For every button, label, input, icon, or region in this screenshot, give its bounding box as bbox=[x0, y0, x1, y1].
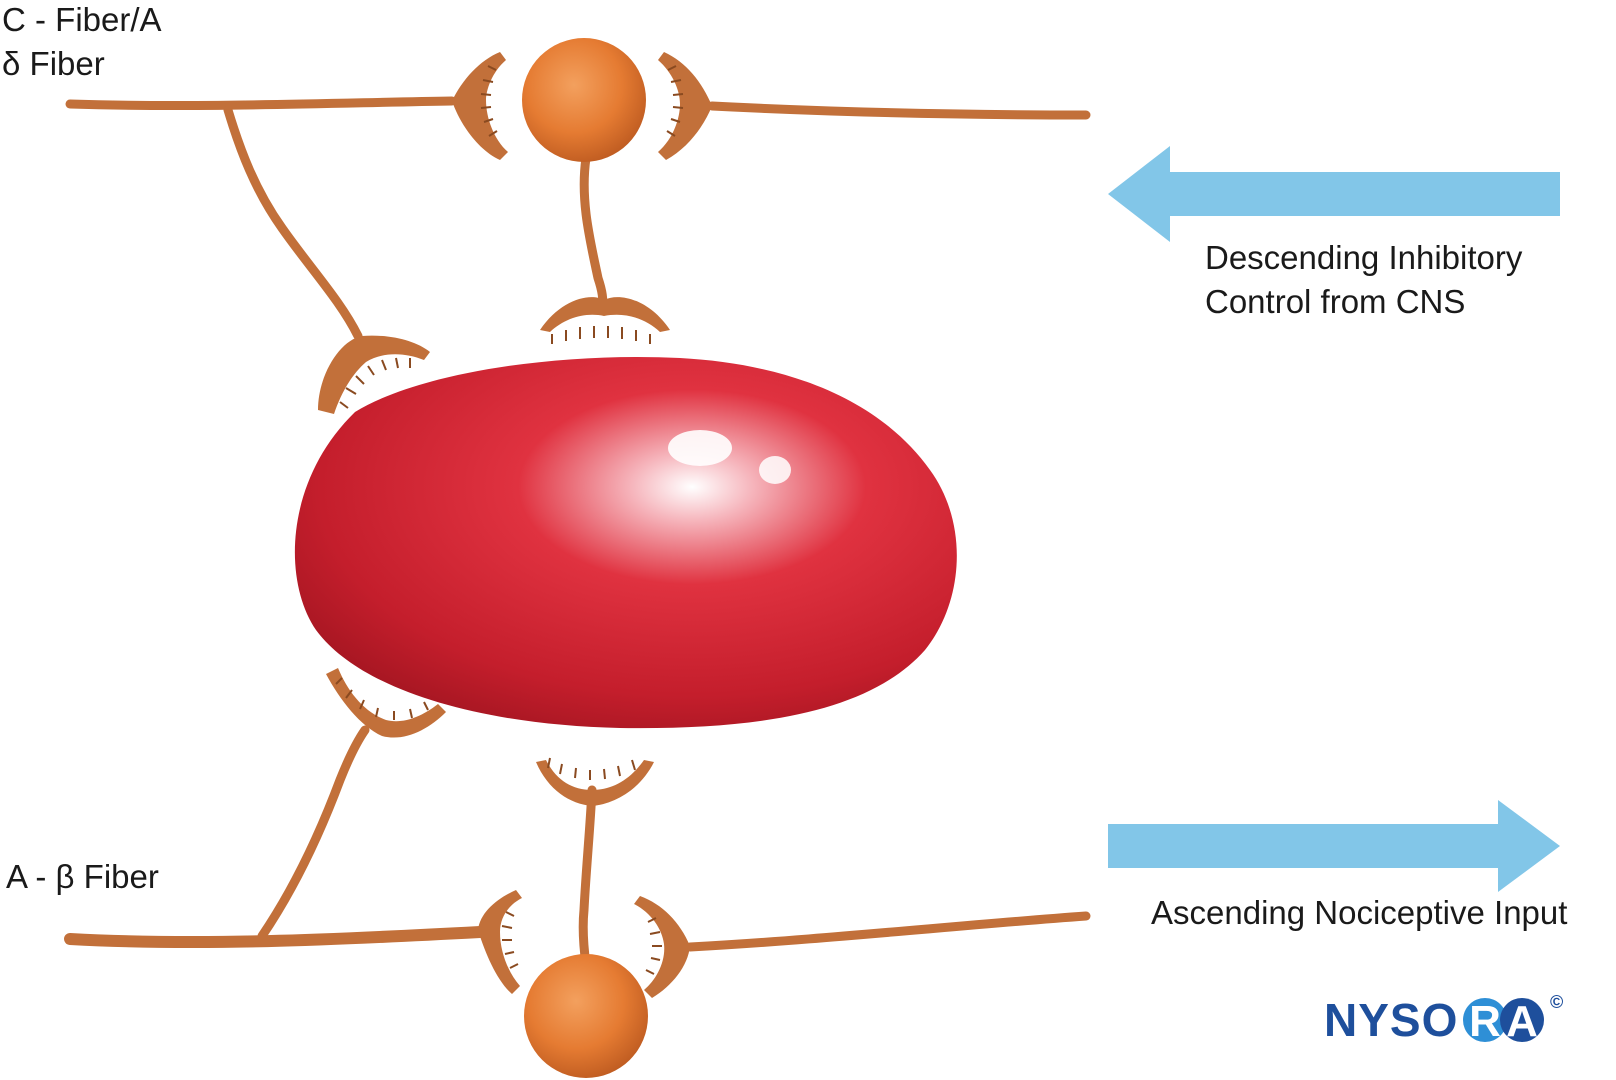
descending-arrow bbox=[1108, 146, 1560, 242]
svg-text:R: R bbox=[1469, 997, 1501, 1046]
bottom-interneuron bbox=[478, 757, 690, 1078]
c-fiber bbox=[65, 96, 1091, 341]
a-beta-terminal bbox=[326, 668, 446, 738]
descending-label: Descending Inhibitory Control from CNS bbox=[1205, 236, 1522, 324]
nysora-logo: NYSO R A © bbox=[1324, 992, 1563, 1046]
descending-label-line1: Descending Inhibitory bbox=[1205, 239, 1523, 276]
cell-highlight bbox=[668, 430, 732, 466]
c-fiber-label-line2: δ Fiber bbox=[2, 45, 105, 82]
cell-highlight-2 bbox=[759, 456, 791, 484]
c-fiber-terminal bbox=[318, 335, 430, 414]
top-interneuron bbox=[452, 38, 712, 344]
svg-text:A: A bbox=[1506, 997, 1538, 1046]
ascending-label: Ascending Nociceptive Input bbox=[1151, 894, 1568, 931]
a-beta-fiber bbox=[64, 725, 1091, 952]
descending-label-line2: Control from CNS bbox=[1205, 283, 1466, 320]
a-beta-fiber-label: A - β Fiber bbox=[6, 858, 159, 895]
svg-text:©: © bbox=[1550, 992, 1563, 1012]
c-fiber-label: C - Fiber/A δ Fiber bbox=[2, 0, 162, 86]
svg-text:NYSO: NYSO bbox=[1324, 994, 1458, 1046]
c-fiber-label-line1: C - Fiber/A bbox=[2, 1, 162, 38]
projection-cell bbox=[294, 356, 957, 729]
ascending-arrow bbox=[1108, 800, 1560, 892]
